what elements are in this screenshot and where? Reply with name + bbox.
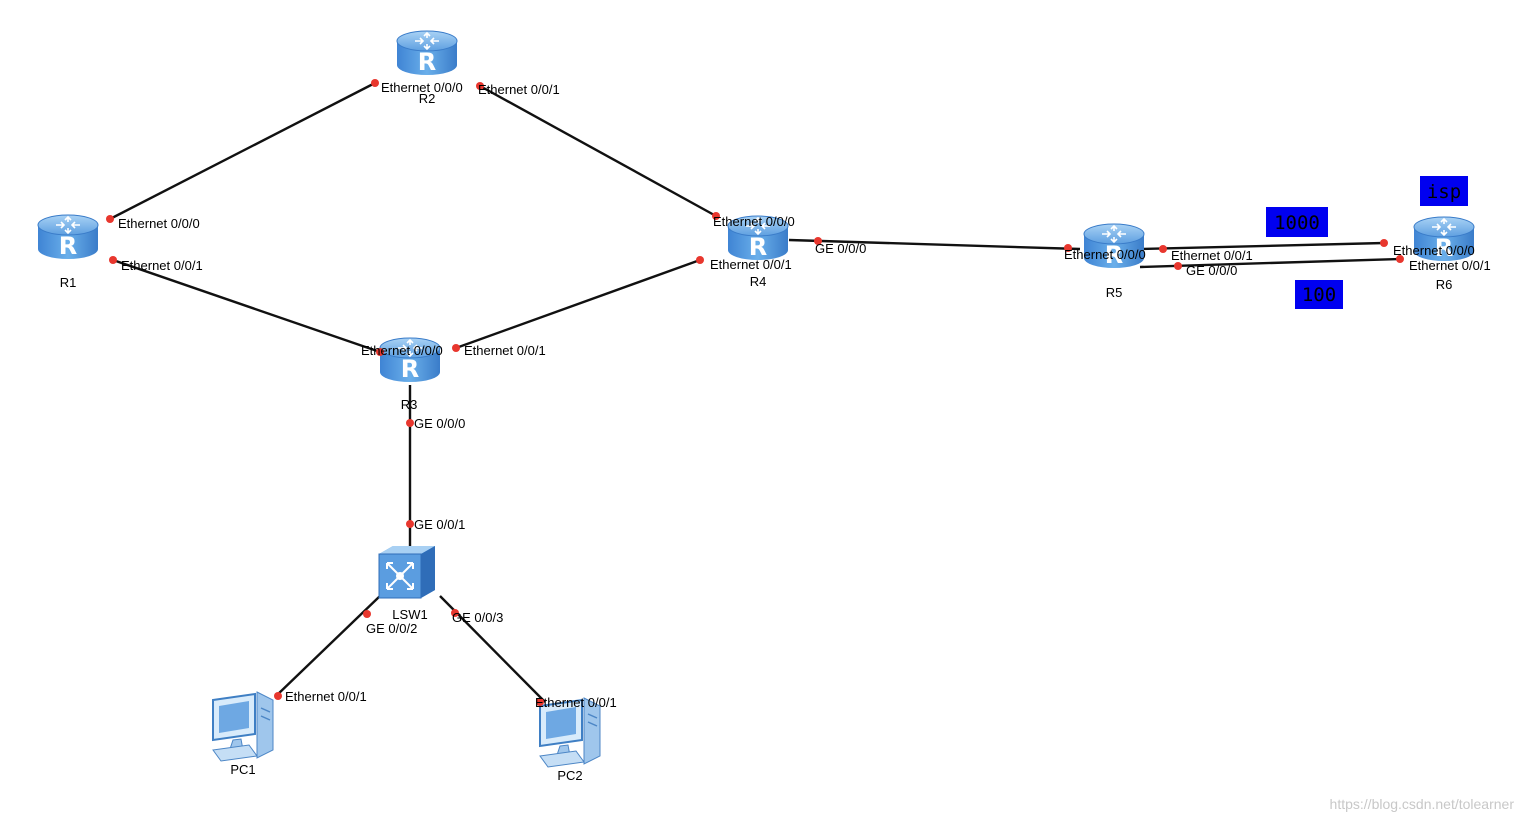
device-label-r1: R1: [60, 275, 77, 290]
port-dot[interactable]: [696, 256, 704, 264]
link-r4-r5[interactable]: [788, 238, 1081, 251]
link-r5-r6-e[interactable]: [1139, 241, 1385, 251]
device-r3[interactable]: R3: [379, 337, 441, 412]
device-r2[interactable]: R2: [396, 30, 458, 106]
port-dot[interactable]: [106, 215, 114, 223]
tag-cost-1000[interactable]: 1000: [1266, 207, 1328, 237]
device-r4[interactable]: R4: [727, 215, 789, 289]
port-label: Ethernet 0/0/1: [464, 343, 546, 358]
port-dot[interactable]: [452, 344, 460, 352]
port-dot[interactable]: [376, 348, 384, 356]
port-label: GE 0/0/1: [414, 517, 465, 532]
device-lsw1[interactable]: LSW1: [378, 546, 435, 622]
link-r1-r2[interactable]: [109, 81, 376, 221]
device-label-r2: R2: [419, 91, 436, 106]
port-label: Ethernet 0/0/1: [710, 257, 792, 272]
port-dot[interactable]: [712, 212, 720, 220]
port-label: Ethernet 0/0/1: [1171, 248, 1253, 263]
port-dot[interactable]: [363, 610, 371, 618]
port-dot[interactable]: [536, 698, 544, 706]
port-label: Ethernet 0/0/0: [118, 216, 200, 231]
port-dot[interactable]: [1174, 262, 1182, 270]
port-label: Ethernet 0/0/1: [478, 82, 560, 97]
port-label: Ethernet 0/0/0: [713, 214, 795, 229]
router-icon: [37, 214, 99, 261]
port-dot[interactable]: [274, 692, 282, 700]
switch-icon: [378, 546, 435, 599]
device-label-r5: R5: [1106, 285, 1123, 300]
port-label: Ethernet 0/0/1: [1409, 258, 1491, 273]
tag-isp-text: isp: [1427, 181, 1461, 203]
router-icon: [396, 30, 458, 77]
port-dot[interactable]: [1380, 239, 1388, 247]
device-label-pc1: PC1: [230, 762, 255, 777]
tag-cost-1000-text: 1000: [1274, 212, 1320, 234]
pc-icon: [212, 691, 274, 762]
device-label-r6: R6: [1436, 277, 1453, 292]
link-r1-r3[interactable]: [112, 258, 381, 354]
port-dot[interactable]: [1064, 244, 1072, 252]
link-lsw1-pc1[interactable]: [275, 595, 381, 697]
device-label-pc2: PC2: [557, 768, 582, 783]
device-label-lsw1: LSW1: [392, 607, 427, 622]
port-dot[interactable]: [406, 520, 414, 528]
port-label: Ethernet 0/0/0: [1393, 243, 1475, 258]
link-r3-r4[interactable]: [455, 258, 701, 350]
port-dot[interactable]: [109, 256, 117, 264]
port-label: Ethernet 0/0/0: [381, 80, 463, 95]
port-label: GE 0/0/0: [414, 416, 465, 431]
device-pc1[interactable]: PC1: [212, 691, 274, 777]
device-label-r3: R3: [401, 397, 418, 412]
tag-cost-100-text: 100: [1302, 284, 1336, 306]
port-label: Ethernet 0/0/1: [285, 689, 367, 704]
port-label: GE 0/0/0: [1186, 263, 1237, 278]
link-r5-r6-ge[interactable]: [1139, 257, 1401, 269]
port-markers: [106, 79, 1404, 706]
port-dot[interactable]: [371, 79, 379, 87]
port-dot[interactable]: [1159, 245, 1167, 253]
links: [109, 81, 1401, 703]
tag-isp[interactable]: isp: [1420, 176, 1468, 206]
device-label-r4: R4: [750, 274, 767, 289]
port-dot[interactable]: [476, 82, 484, 90]
device-r5[interactable]: R5: [1083, 223, 1145, 300]
watermark: https://blog.csdn.net/tolearner: [1329, 796, 1514, 812]
port-label: Ethernet 0/0/0: [361, 343, 443, 358]
port-label: GE 0/0/0: [815, 241, 866, 256]
device-r6[interactable]: R6: [1413, 216, 1475, 292]
port-dot[interactable]: [406, 419, 414, 427]
port-dot[interactable]: [1396, 255, 1404, 263]
port-label: Ethernet 0/0/1: [121, 258, 203, 273]
device-r1[interactable]: R1: [37, 214, 99, 290]
port-label: Ethernet 0/0/0: [1064, 247, 1146, 262]
port-dot[interactable]: [451, 609, 459, 617]
port-label: Ethernet 0/0/1: [535, 695, 617, 710]
port-dot[interactable]: [814, 237, 822, 245]
port-label: GE 0/0/2: [366, 621, 417, 636]
link-r2-r4[interactable]: [479, 84, 717, 218]
tag-cost-100[interactable]: 100: [1295, 280, 1343, 309]
port-label: GE 0/0/3: [452, 610, 503, 625]
port-labels: Ethernet 0/0/0 Ethernet 0/0/1 Ethernet 0…: [118, 80, 1491, 710]
device-pc2[interactable]: PC2: [539, 697, 601, 783]
